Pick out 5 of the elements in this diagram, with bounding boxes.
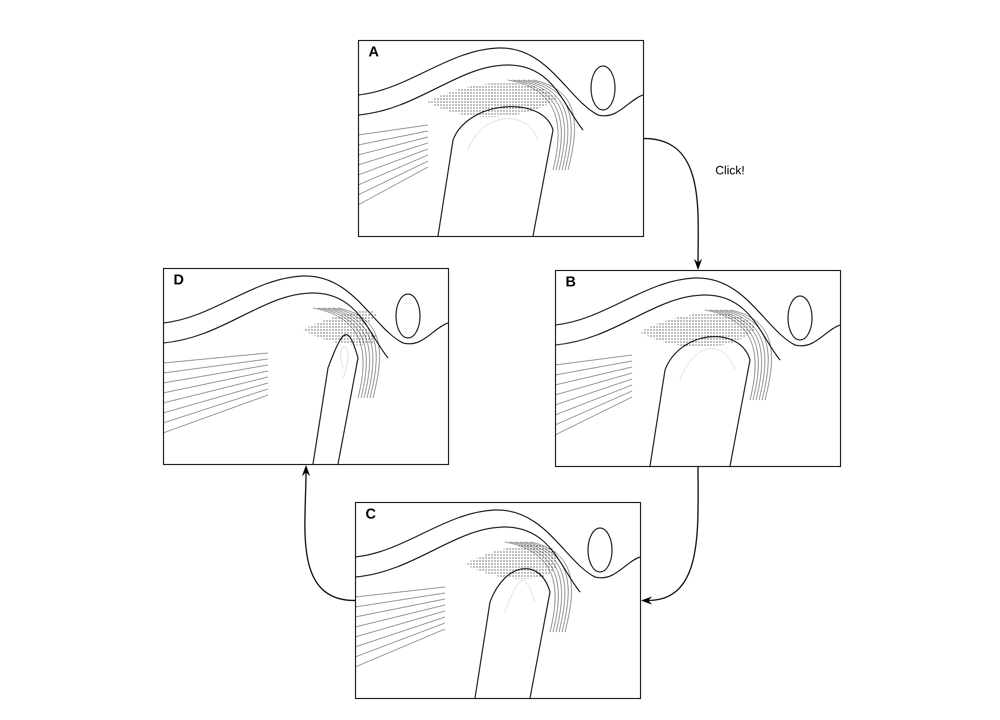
panel: A — [358, 40, 644, 237]
panel: B — [555, 270, 842, 467]
panel: D — [163, 268, 449, 465]
panel: C — [355, 502, 641, 699]
edge-label: Click! — [713, 164, 747, 176]
